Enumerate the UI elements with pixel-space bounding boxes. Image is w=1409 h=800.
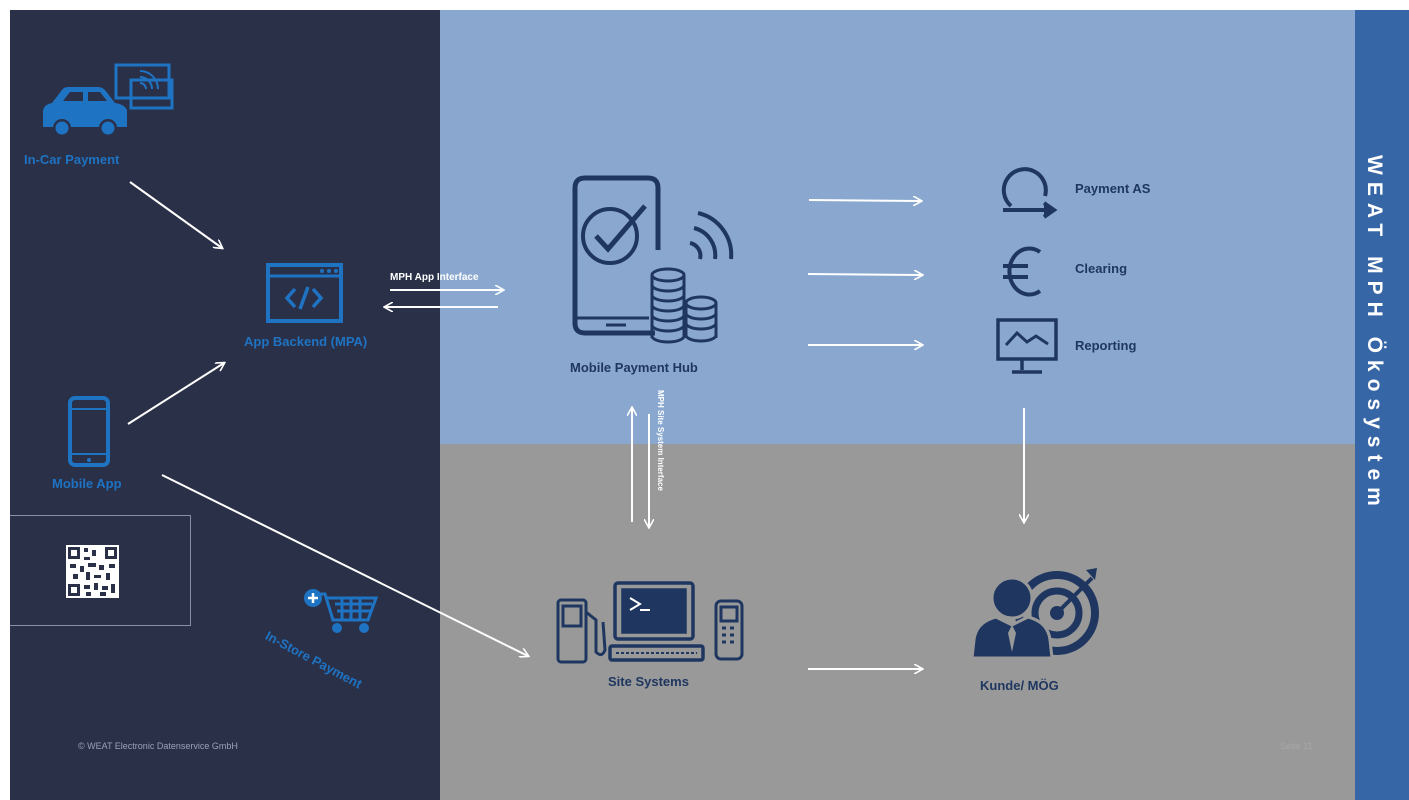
label-reporting: Reporting (1075, 338, 1137, 353)
page-number: Seite 11 (1280, 741, 1313, 751)
label-site-interface: MPH Site System Interface (656, 390, 665, 491)
label-payment-as: Payment AS (1075, 181, 1151, 196)
coin-stack-icon (650, 267, 718, 344)
car-icon (43, 87, 127, 137)
monitor-chart-icon (996, 318, 1058, 374)
connection-arrows (127, 181, 1024, 669)
left-panel (10, 10, 440, 800)
top-panel (440, 10, 1355, 444)
euro-icon (1003, 246, 1042, 297)
label-mobile-payment-hub: Mobile Payment Hub (570, 360, 698, 375)
slide (10, 10, 1409, 800)
label-app-backend: App Backend (MPA) (244, 334, 368, 349)
qr-box (10, 515, 191, 626)
computer-terminal-icon (608, 581, 705, 662)
label-kunde-moeg: Kunde/ MÖG (980, 678, 1059, 693)
code-window-icon (266, 263, 343, 323)
contactless-screen-icon (114, 63, 174, 110)
label-clearing: Clearing (1075, 261, 1128, 276)
qr-code-icon (66, 545, 119, 598)
refresh-cycle-icon (1001, 167, 1058, 219)
fuel-pump-icon (556, 598, 607, 664)
bottom-panel (440, 444, 1355, 800)
label-mobile-app: Mobile App (52, 476, 122, 491)
card-terminal-icon (714, 599, 744, 661)
label-in-car-payment: In-Car Payment (24, 152, 120, 167)
smartphone-icon (68, 396, 110, 467)
copyright: © WEAT Electronic Datenservice GmbH (78, 741, 238, 751)
label-site-systems: Site Systems (608, 674, 689, 689)
label-app-interface: MPH App Interface (390, 272, 479, 283)
title-bar (1355, 10, 1409, 800)
customer-target-icon (970, 568, 1099, 660)
page-title: WEAT MPH Ökosystem (1363, 155, 1386, 513)
shopping-cart-icon (304, 589, 379, 633)
payment-hub-phone-icon (572, 175, 734, 336)
